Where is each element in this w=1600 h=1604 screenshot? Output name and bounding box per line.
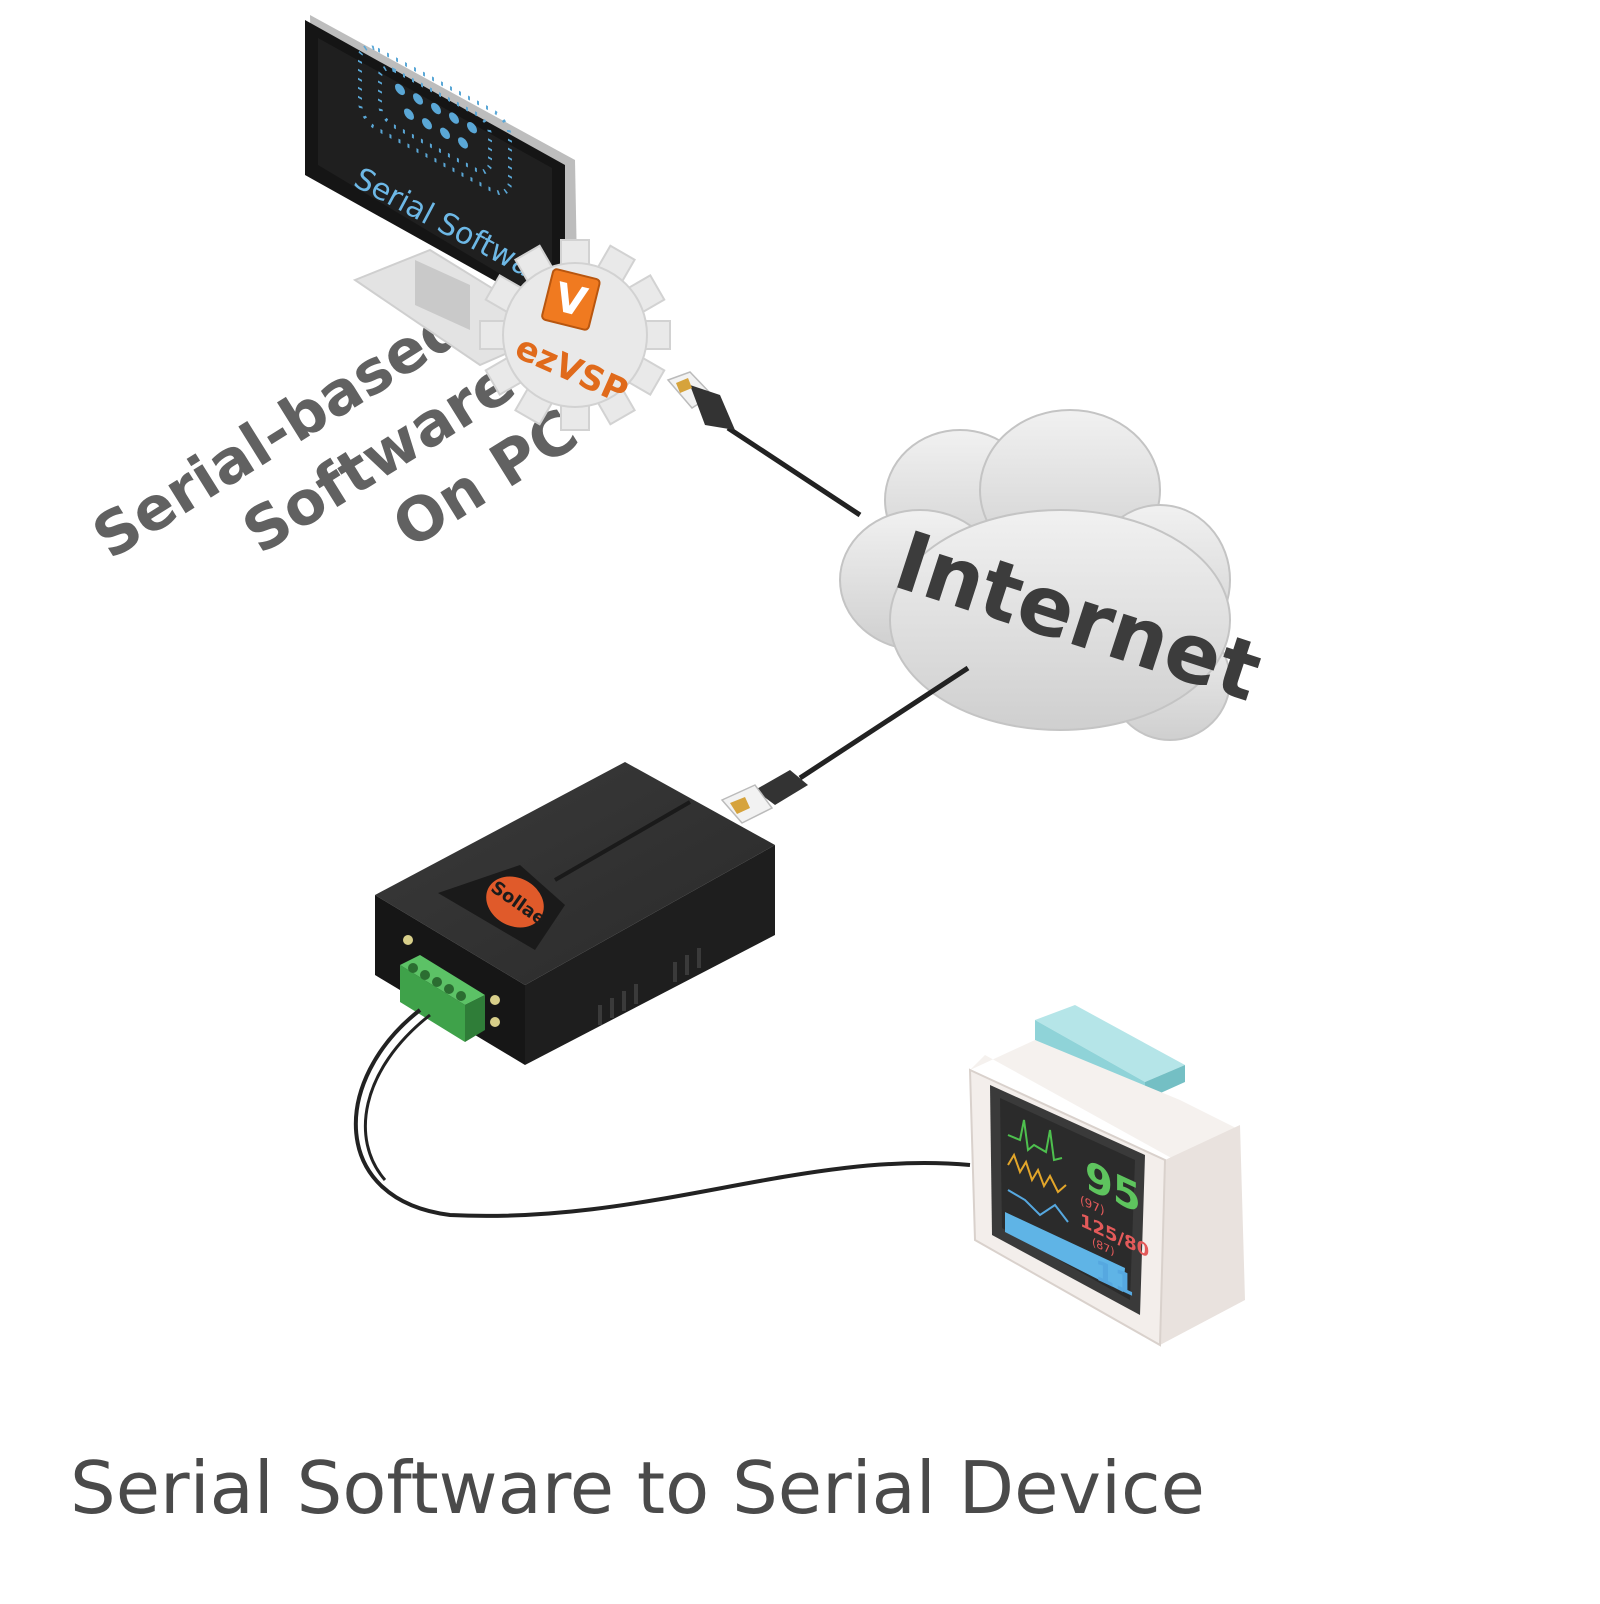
ezvsp-gear-icon: V ezVSP: [479, 239, 671, 431]
patient-monitor: 95 (97) 125/80 (87) 11: [968, 1005, 1245, 1347]
diagram-title: Serial Software to Serial Device: [70, 1446, 1205, 1530]
pc-monitor: Serial Software: [305, 15, 578, 367]
serial-cable: [353, 1008, 971, 1218]
ethernet-cable-device: [720, 665, 970, 824]
ethernet-cable-pc: [666, 371, 862, 518]
serial-device-server: Sollae: [375, 762, 775, 1065]
terminal-block: [400, 955, 485, 1042]
serial-port-icon: [358, 45, 512, 195]
internet-cloud: Internet: [839, 409, 1272, 741]
